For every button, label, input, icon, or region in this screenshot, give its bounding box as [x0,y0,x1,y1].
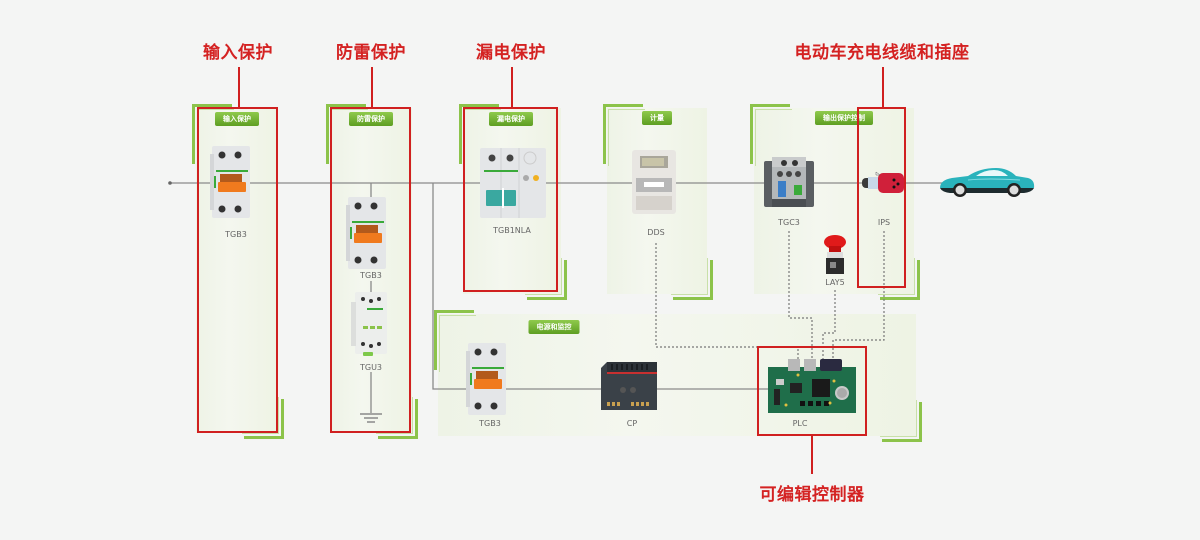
circuit-breaker-icon [210,146,250,218]
device-label: DDS [647,228,665,237]
tgc3-plc-signal [788,231,813,360]
panel-tag: 输入保护 [215,112,259,126]
car-icon [940,168,1035,197]
panel-corner [434,310,476,372]
heading-input-protection: 输入保护 [203,43,273,63]
device-label: CP [626,419,638,428]
surge-protector-icon [351,292,387,356]
callout-line [811,436,813,474]
device-label: TGU3 [359,363,383,372]
circuit-breaker-icon [466,343,506,415]
panel-tag: 电源和监控 [528,320,580,334]
panel-corner [242,397,284,439]
highlight-lightning-protection [330,107,411,433]
heading-leakage-protection: 漏电保护 [476,43,546,63]
heading-ev-cable-socket: 电动车充电线缆和插座 [794,43,970,63]
callout-line [371,67,373,109]
highlight-plc-controller [757,346,867,436]
device-label: TGB3 [479,419,501,428]
emergency-stop-button-icon [824,235,846,274]
ips-plc-signal [832,231,885,360]
device-label: IPS [877,218,891,227]
industrial-plug-icon [862,171,904,193]
panel-tag: 防雷保护 [349,112,393,126]
panel-tag: 漏电保护 [489,112,533,126]
contactor-icon [764,157,814,207]
plc-board-icon [768,359,856,413]
panel-corner [376,397,418,439]
device-label: TGB3 [225,230,247,239]
device-label: TGB3 [360,271,382,280]
panel-corner [880,400,922,442]
heading-plc-controller: 可编辑控制器 [759,485,865,505]
panel-lightning-protection: 防雷保护 [326,104,418,439]
device-label: PLC [792,419,808,428]
highlight-ev-cable-socket [857,107,906,288]
device-label: LAY5 [825,278,845,287]
circuit-breaker-icon [346,197,386,269]
callout-line [882,67,884,109]
panel-corner [750,104,792,166]
device-label: TGB1NLA [493,226,531,235]
panel-corner [671,258,713,300]
dds-plc-signal [655,243,799,360]
panel-corner [525,258,567,300]
panel-corner [603,104,645,166]
rcd-breaker-icon [480,148,546,218]
bus-start-dot [168,181,172,185]
power-supply-icon [601,362,657,410]
panel-corner [878,258,920,300]
device-label: TGC3 [778,218,800,227]
ground-symbol [360,413,382,423]
heading-lightning-protection: 防雷保护 [336,43,406,63]
highlight-input-protection [197,107,278,433]
panel-tag: 计量 [642,111,672,125]
callout-line [511,67,513,109]
highlight-leakage-protection [463,107,558,292]
energy-meter-icon [632,150,676,214]
callout-line [238,67,240,109]
